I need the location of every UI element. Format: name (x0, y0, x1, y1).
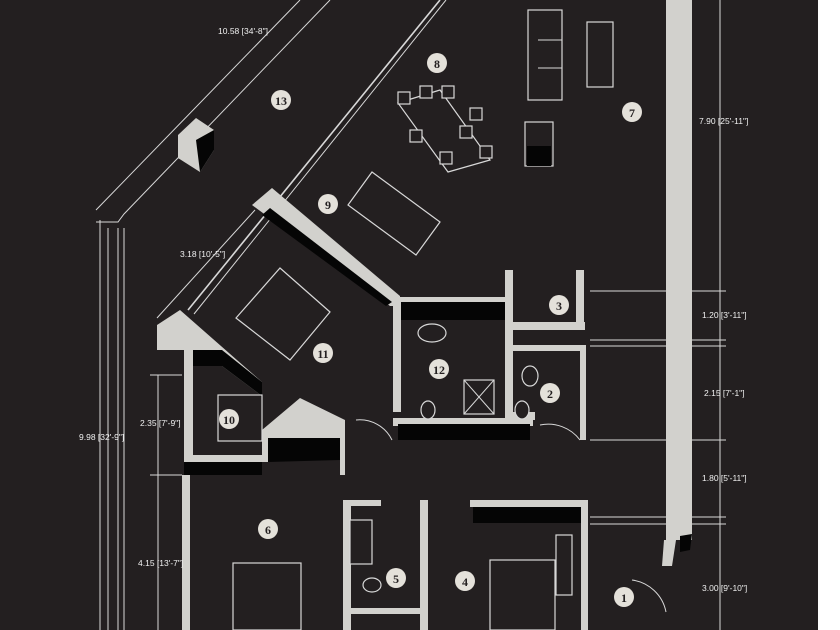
room-number: 6 (265, 523, 271, 537)
room-label-2: 2 (540, 383, 560, 403)
right-wall (666, 0, 692, 540)
room-number: 13 (275, 94, 287, 108)
dim-right-top: 7.90 [25'-11"] (699, 116, 748, 126)
room-label-5: 5 (386, 568, 406, 588)
dim-left-total: 9.98 [32'-9"] (79, 432, 124, 442)
dim-left-1: 2.35 [7'-9"] (140, 418, 181, 428)
room-label-1: 1 (614, 587, 634, 607)
room-label-circle (386, 568, 406, 588)
room-number: 11 (317, 347, 328, 361)
room-label-12: 12 (429, 359, 449, 379)
room-number: 3 (556, 299, 562, 313)
room-label-13: 13 (271, 90, 291, 110)
room-label-circle (313, 343, 333, 363)
room-label-circle (219, 409, 239, 429)
room-label-circle (622, 102, 642, 122)
room-number: 4 (462, 575, 468, 589)
room-label-circle (540, 383, 560, 403)
dim-right-1: 1.20 [3'-11"] (702, 310, 747, 320)
room-number: 12 (433, 363, 445, 377)
dim-right-2: 2.15 [7'-1"] (704, 388, 745, 398)
room-label-circle (318, 194, 338, 214)
exterior-outline (95, 0, 447, 630)
room-number: 8 (434, 57, 440, 71)
room-label-circle (271, 90, 291, 110)
dimension-labels: 10.58 [34'-8"] 7.90 [25'-11"] 3.18 [10'-… (79, 26, 748, 593)
room-label-4: 4 (455, 571, 475, 591)
room-label-circle (427, 53, 447, 73)
room-number: 1 (621, 591, 627, 605)
room-label-circle (258, 519, 278, 539)
room-number: 9 (325, 198, 331, 212)
dim-bedroom-diagonal: 3.18 [10'-5"] (180, 249, 225, 259)
room-label-10: 10 (219, 409, 239, 429)
room-label-11: 11 (313, 343, 333, 363)
room-label-9: 9 (318, 194, 338, 214)
dim-right-4: 3.00 [9'-10"] (702, 583, 747, 593)
room-label-circle (429, 359, 449, 379)
room-label-8: 8 (427, 53, 447, 73)
dim-right-3: 1.80 [5'-11"] (702, 473, 747, 483)
furniture (178, 9, 667, 630)
interior-walls (157, 188, 588, 630)
room-label-3: 3 (549, 295, 569, 315)
room-label-7: 7 (622, 102, 642, 122)
room-number: 7 (629, 106, 635, 120)
room-number: 2 (547, 387, 553, 401)
room-label-6: 6 (258, 519, 278, 539)
dimension-lines (99, 0, 726, 630)
page-edge (818, 0, 840, 630)
room-label-circle (614, 587, 634, 607)
dim-left-2: 4.15 [13'-7"] (138, 558, 183, 568)
room-label-circle (549, 295, 569, 315)
room-number: 10 (223, 413, 235, 427)
room-label-circle (455, 571, 475, 591)
room-number: 5 (393, 572, 399, 586)
dim-top-diagonal: 10.58 [34'-8"] (218, 26, 268, 36)
